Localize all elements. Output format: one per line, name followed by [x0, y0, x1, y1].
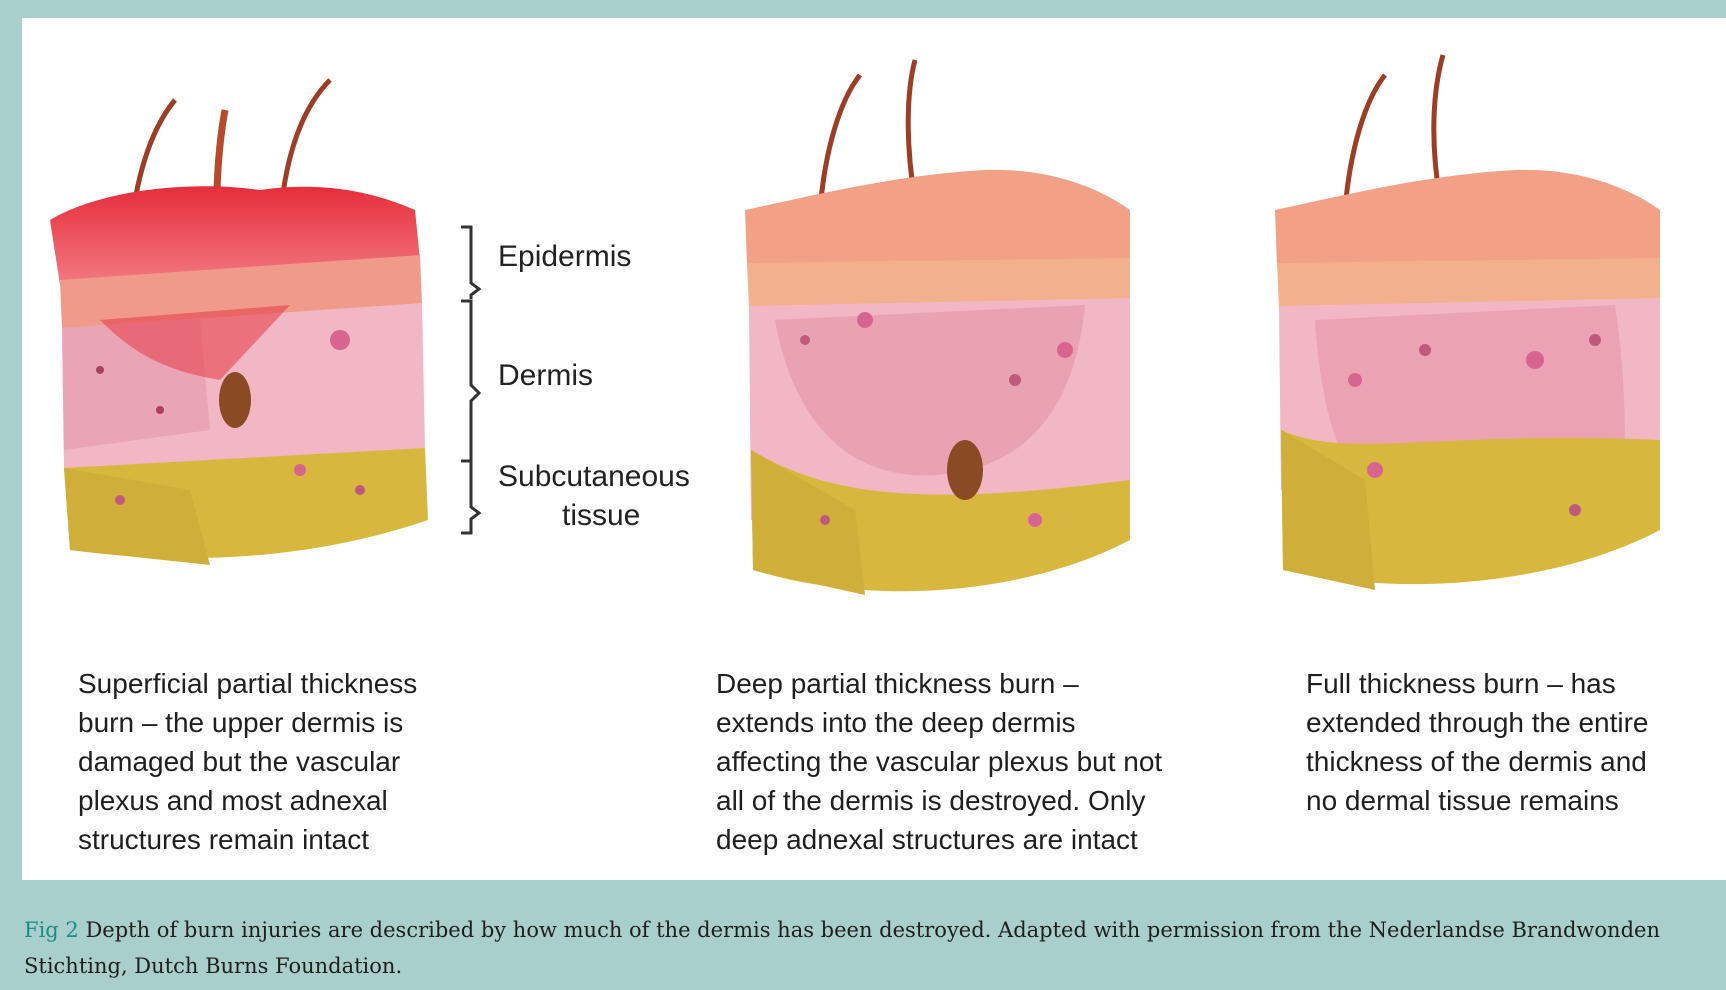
deep-partial-burn-description: Deep partial thickness burn – extends in… [716, 664, 1296, 859]
layer-bracket [455, 225, 495, 535]
full-thickness-burn-illustration [1265, 50, 1685, 620]
figure-number: Fig 2 [24, 918, 79, 942]
label-tissue: tissue [562, 499, 640, 533]
label-dermis: Dermis [498, 359, 593, 393]
deep-partial-burn-illustration [735, 50, 1155, 620]
full-thickness-burn-description: Full thickness burn – has extended throu… [1306, 664, 1716, 820]
caption-text: Depth of burn injuries are described by … [24, 918, 1660, 978]
label-epidermis: Epidermis [498, 240, 631, 274]
label-subcutaneous: Subcutaneous [498, 460, 690, 494]
superficial-burn-illustration [40, 70, 460, 630]
figure-caption: Fig 2 Depth of burn injuries are describ… [24, 912, 1714, 984]
superficial-burn-description: Superficial partial thickness burn – the… [78, 664, 638, 859]
